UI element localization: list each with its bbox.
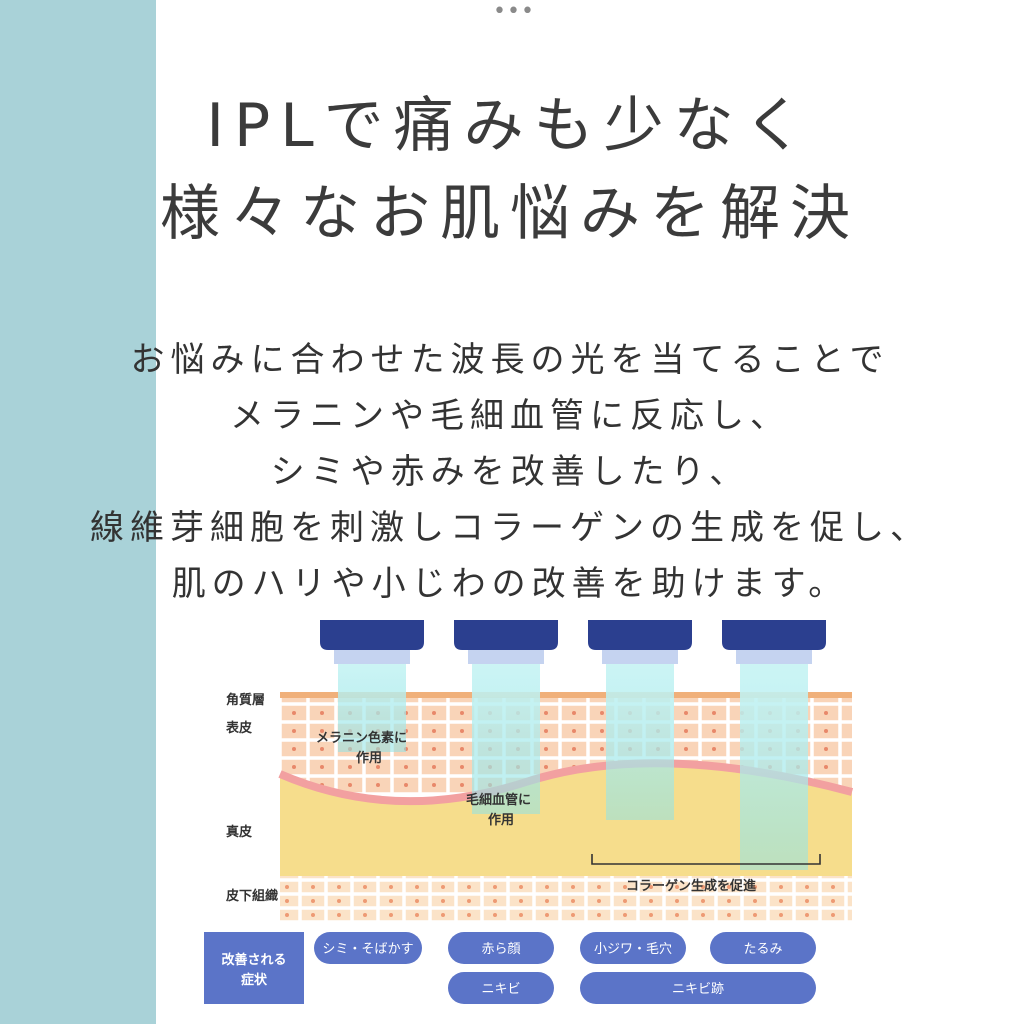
ipl-device-2 <box>454 620 558 664</box>
side-color-band <box>0 0 156 1024</box>
ipl-device-3 <box>588 620 692 664</box>
page-title-line-2: 様々なお肌悩みを解決 <box>160 179 860 249</box>
symptom-pill-sagging <box>710 932 816 964</box>
symptom-acne-text: ニキビ <box>481 982 520 997</box>
label-subcutis: 皮下組織 <box>225 888 278 904</box>
label-dermis: 真皮 <box>226 824 252 840</box>
light-beam-2 <box>472 664 540 814</box>
ipl-skin-diagram: 角質層 表皮 真皮 皮下組織 メラニン色素に 作用 毛細血管に 作用 コラーゲン… <box>196 614 856 1014</box>
symptoms-label-line2: 症状 <box>241 972 268 988</box>
symptom-fine-lines-text: 小ジワ・毛穴 <box>594 942 672 957</box>
symptom-pill-redness <box>448 932 554 964</box>
symptom-pill-fine-lines <box>580 932 686 964</box>
label-stratum-corneum: 角質層 <box>226 692 265 708</box>
description-line-1: お悩みに合わせた波長の光を当てることで <box>130 340 890 380</box>
annotation-melanin-line2: 作用 <box>356 750 382 766</box>
annotation-melanin-line1: メラニン色素に <box>316 730 407 746</box>
annotation-collagen: コラーゲン生成を促進 <box>626 878 756 894</box>
label-epidermis: 表皮 <box>225 720 252 736</box>
collagen-bracket <box>591 854 821 865</box>
light-beam-1 <box>338 664 406 752</box>
symptom-pill-spots <box>314 932 422 964</box>
description-line-3: シミや赤みを改善したり、 <box>270 452 750 492</box>
light-beam-4 <box>740 664 808 870</box>
description-line-4: 線維芽細胞を刺激しコラーゲンの生成を促し、 <box>90 508 930 548</box>
more-options-icon[interactable]: ••• <box>493 0 535 24</box>
ipl-device-1 <box>320 620 424 664</box>
dermis-layer <box>280 763 852 876</box>
symptom-sagging-text: たるみ <box>743 942 782 957</box>
symptom-spots-text: シミ・そばかす <box>322 942 413 957</box>
stratum-corneum-layer <box>280 692 852 698</box>
symptoms-label-line1: 改善される <box>221 952 286 968</box>
annotation-capillary-line1: 毛細血管に <box>466 792 531 808</box>
symptom-acne-scars-text: ニキビ跡 <box>672 981 724 997</box>
symptom-pill-acne-scars <box>580 972 816 1004</box>
light-beam-3 <box>606 664 674 820</box>
symptoms-label-box <box>204 932 304 1004</box>
description-line-2: メラニンや毛細血管に反応し、 <box>230 396 790 436</box>
page-title-line-1: IPLで痛みも少なく <box>206 91 814 161</box>
symptom-pill-acne <box>448 972 554 1004</box>
annotation-capillary-line2: 作用 <box>488 812 514 828</box>
subcutis-layer <box>280 876 852 922</box>
symptom-redness-text: 赤ら顔 <box>481 942 520 957</box>
ipl-device-4 <box>722 620 826 664</box>
description-line-5: 肌のハリや小じわの改善を助けます。 <box>171 564 849 604</box>
